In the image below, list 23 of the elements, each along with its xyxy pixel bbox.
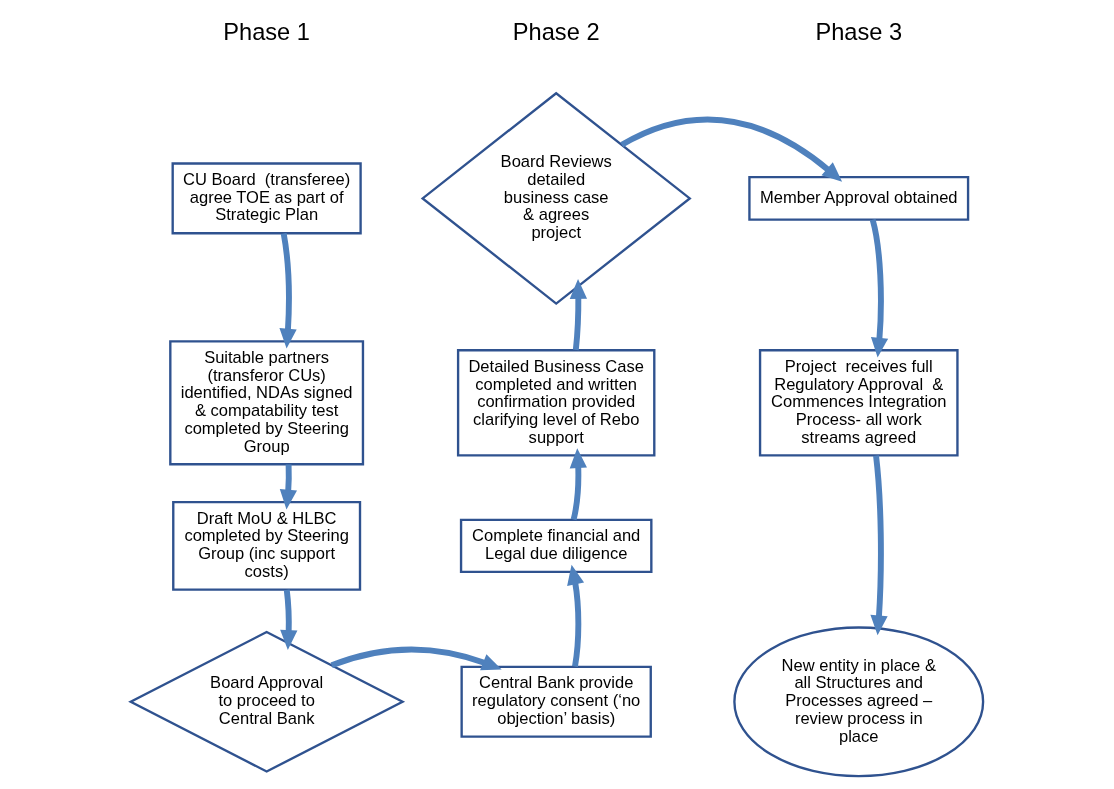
- arrow: [280, 589, 298, 650]
- arrow: [870, 455, 888, 636]
- node-box: Complete financial and Legal due diligence: [459, 518, 653, 574]
- node-box: Central Bank provide regulatory consent (‘no objection’ basis): [460, 665, 652, 738]
- node-box: Member Approval obtained: [748, 175, 970, 221]
- arrow: [279, 464, 297, 510]
- arrow: [567, 564, 585, 667]
- label: Phase 1: [223, 19, 310, 46]
- node-diamond: Board Reviews detailed business case & agrees project: [420, 91, 692, 306]
- arrow: [620, 116, 843, 182]
- node-box: Suitable partners (transferor CUs) identified, NDAs signed & compatability test completed by Steering Group: [169, 340, 365, 466]
- arrow: [330, 646, 502, 671]
- arrow: [569, 448, 587, 521]
- node-box: Detailed Business Case completed and written confirmation provided clarifying level of Rebo support: [456, 349, 656, 457]
- node-box: CU Board (transferee) agree TOE as part of Strategic Plan: [171, 162, 362, 235]
- label: Phase 3: [815, 19, 903, 46]
- node-box: Project receives full Regulatory Approval & Commences Integration Process- all work streams agreed: [758, 349, 959, 457]
- arrow: [569, 279, 588, 351]
- node-box: Draft MoU & HLBC completed by Steering Group (inc support costs): [172, 500, 362, 591]
- node-ellipse: New entity in place & all Structures and Processes agreed – review process in place: [733, 626, 985, 778]
- arrow: [869, 219, 889, 358]
- arrow: [279, 232, 297, 349]
- label: Phase 2: [512, 19, 600, 46]
